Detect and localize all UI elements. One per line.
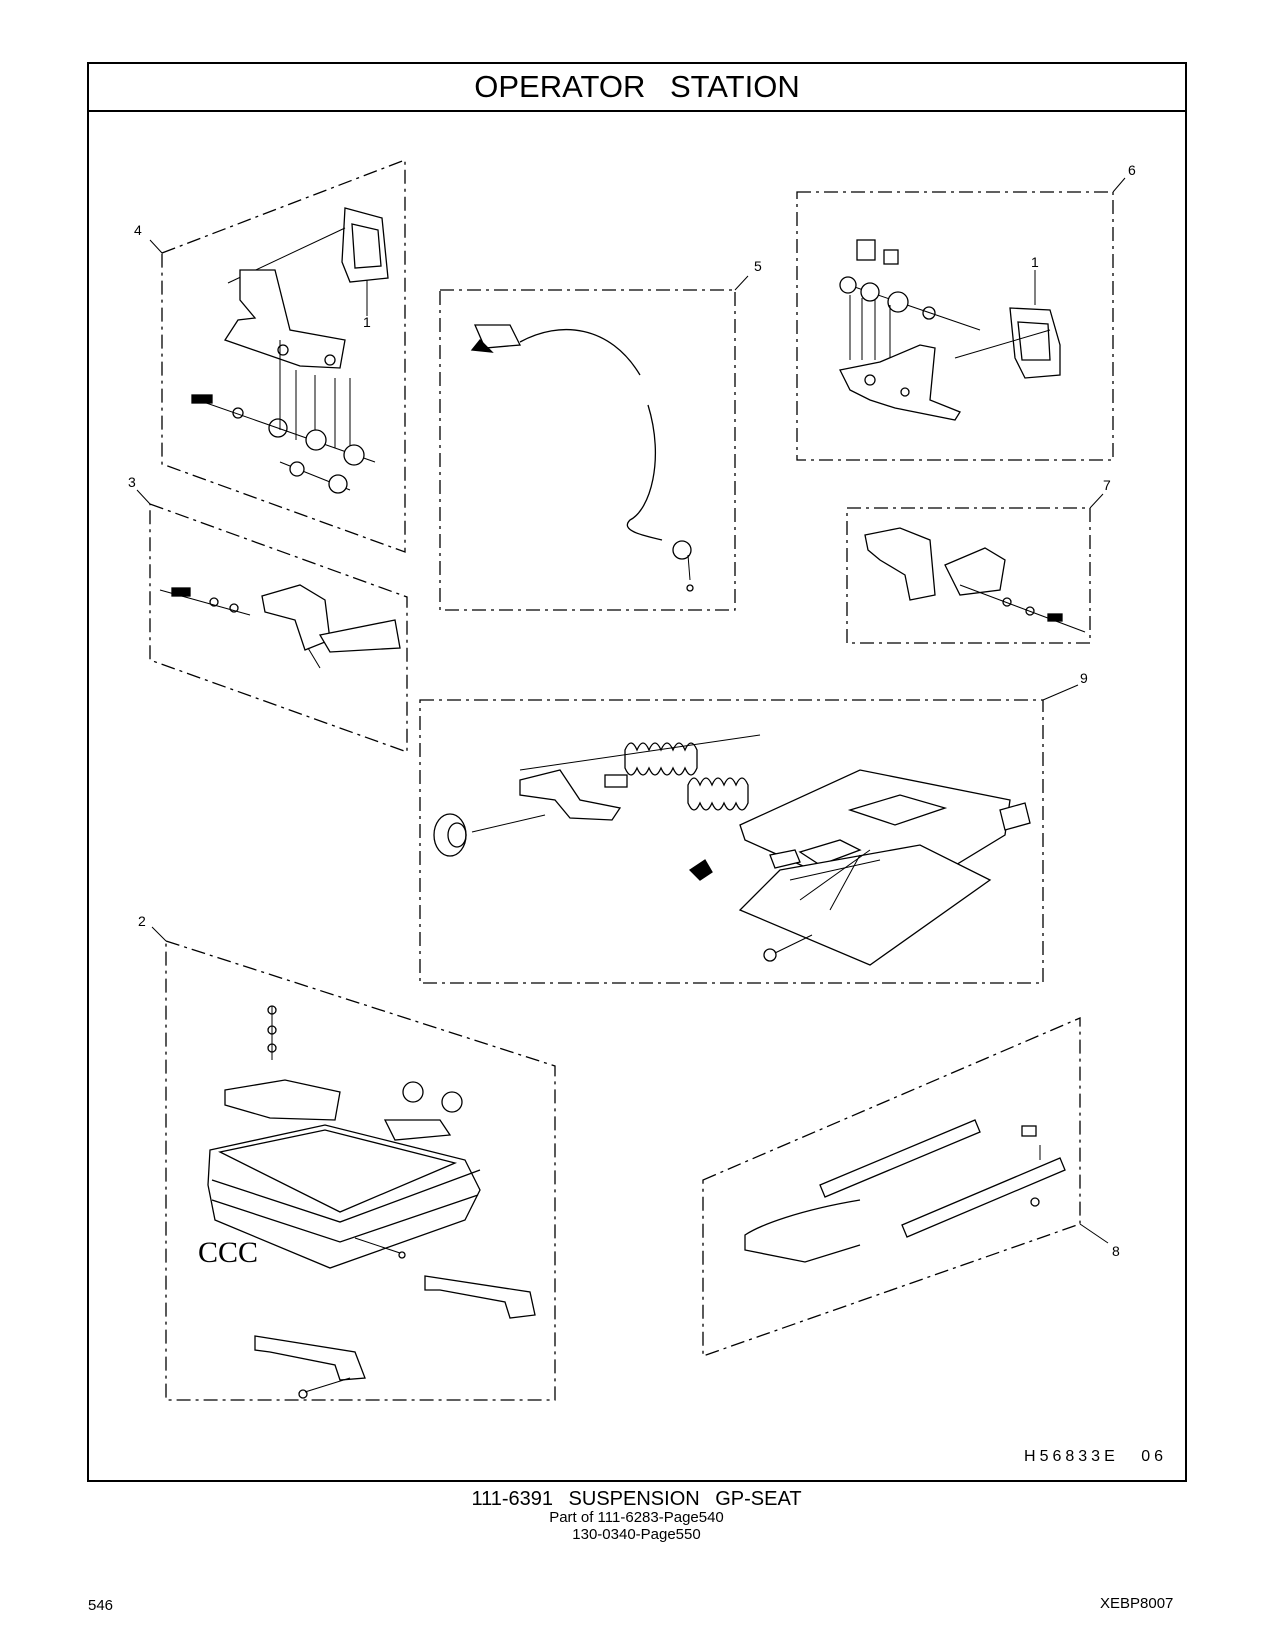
page-title: OPERATOR STATION bbox=[474, 69, 800, 104]
group-8-slide-rails bbox=[702, 1017, 1109, 1357]
illustration-frame: OPERATOR STATION H56833E 06 bbox=[87, 62, 1187, 1482]
group-2-seat-cushion-frame: CCC bbox=[151, 926, 556, 1401]
parent-reference-1: Part of 111-6283-Page540 bbox=[549, 1509, 724, 1526]
assembly-caption: 111-6391 SUSPENSION GP-SEAT bbox=[471, 1488, 802, 1510]
document-code: XEBP8007 bbox=[1100, 1595, 1174, 1612]
callout-1-right: 1 bbox=[1031, 254, 1039, 270]
group-6-seat-bracket bbox=[796, 177, 1126, 461]
callout-4: 4 bbox=[134, 222, 142, 238]
callout-1-left: 1 bbox=[363, 314, 371, 330]
group-5-control-cable bbox=[439, 275, 749, 611]
callout-6: 6 bbox=[1128, 162, 1136, 178]
callout-9: 9 bbox=[1080, 670, 1088, 686]
title-bar: OPERATOR STATION bbox=[89, 64, 1185, 112]
callout-3: 3 bbox=[128, 474, 136, 490]
illustration-reference-code: H56833E 06 bbox=[1024, 1448, 1167, 1465]
group-9-suspension-assembly bbox=[419, 684, 1079, 984]
callout-5: 5 bbox=[754, 258, 762, 274]
page-number: 546 bbox=[88, 1597, 114, 1614]
callout-8: 8 bbox=[1112, 1243, 1120, 1259]
parent-reference-2: 130-0340-Page550 bbox=[572, 1526, 701, 1543]
group-3-mount-bracket bbox=[136, 489, 408, 753]
group-4-seat-bracket bbox=[149, 159, 406, 553]
callout-2: 2 bbox=[138, 913, 146, 929]
group-7-mount-bracket bbox=[846, 493, 1104, 644]
callout-7: 7 bbox=[1103, 477, 1111, 493]
svg-text:CCC: CCC bbox=[198, 1236, 258, 1269]
